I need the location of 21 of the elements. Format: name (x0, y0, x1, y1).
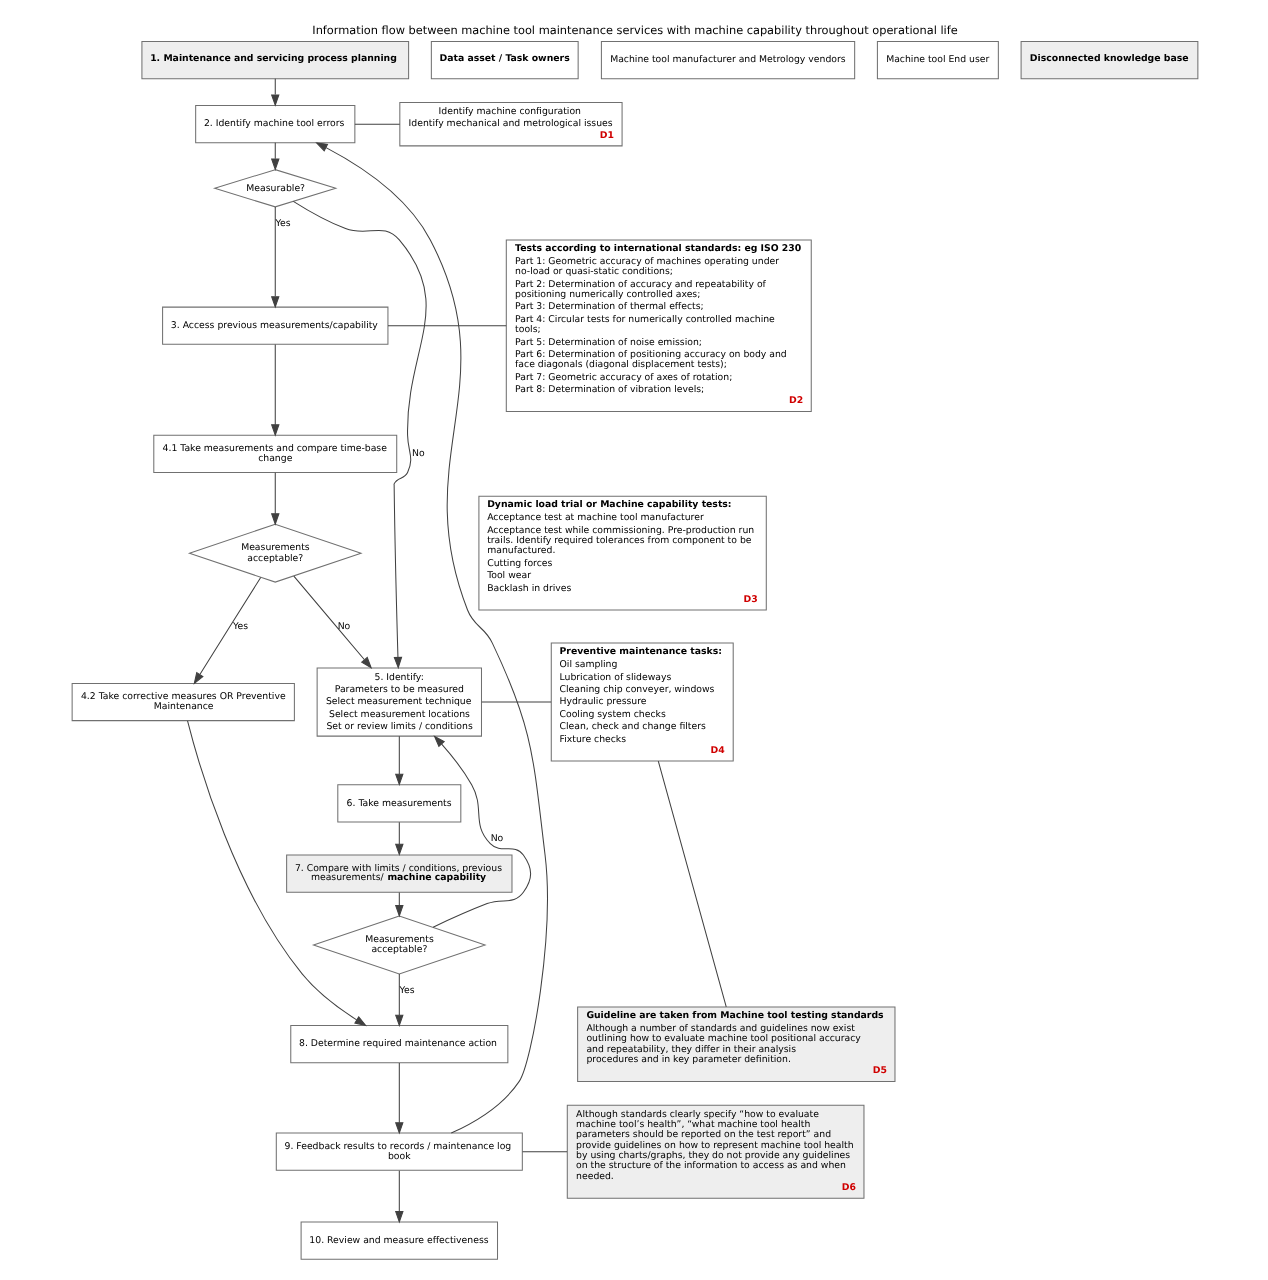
arrow (291, 200, 426, 670)
arrow (269, 142, 279, 171)
connector (480, 701, 551, 703)
arrow (292, 575, 372, 669)
arrow (393, 821, 403, 857)
connector (353, 123, 400, 125)
arrow (186, 720, 366, 1027)
connector (521, 1151, 567, 1153)
arrow (393, 1170, 403, 1224)
arrow (269, 472, 279, 526)
arrow (269, 344, 279, 437)
arrow (192, 576, 261, 685)
arrow (431, 735, 531, 928)
arrow (393, 1062, 403, 1135)
arrow (393, 973, 403, 1028)
arrow (393, 735, 403, 787)
arrow (393, 891, 403, 918)
arrow (269, 206, 279, 309)
connector (656, 760, 726, 1008)
arrow (269, 78, 279, 107)
connector (386, 325, 506, 327)
